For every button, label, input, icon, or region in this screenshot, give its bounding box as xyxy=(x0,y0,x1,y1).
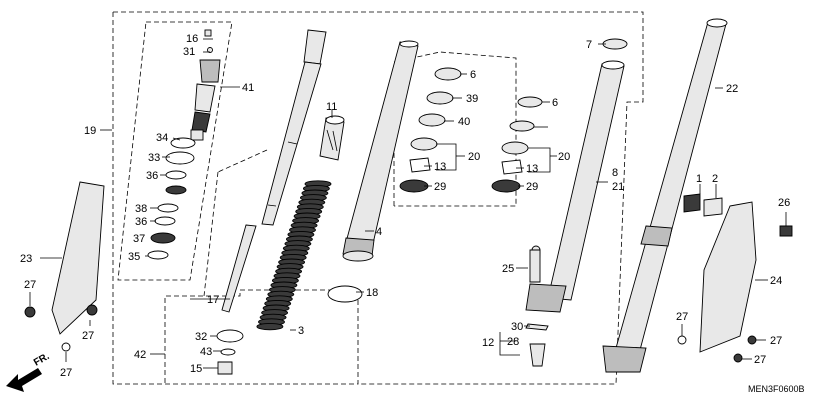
part-18-ring xyxy=(327,285,363,303)
part-label-p21: 21 xyxy=(612,181,624,193)
part-label-p20b: 20 xyxy=(558,151,570,163)
part-label-p7: 7 xyxy=(586,39,592,51)
part-11-sleeve xyxy=(319,115,345,161)
part-27-bolt-a xyxy=(24,306,36,318)
part-label-p17: 17 xyxy=(207,294,219,306)
part-26-bolt xyxy=(779,225,793,237)
part-label-p11: 11 xyxy=(326,101,337,113)
part-label-p6a: 6 xyxy=(470,69,476,81)
front-direction-arrow: FR. xyxy=(6,351,52,392)
part-38-ring xyxy=(157,203,179,213)
part-label-p29a: 29 xyxy=(434,181,446,193)
part-32-ring xyxy=(216,329,244,343)
part-label-p26: 26 xyxy=(778,197,790,209)
part-label-p15: 15 xyxy=(190,363,202,375)
part-label-p22: 22 xyxy=(726,83,738,95)
part-4-outer-tube xyxy=(342,40,419,262)
part-label-p1: 1 xyxy=(696,173,702,185)
part-label-p16: 16 xyxy=(186,33,198,45)
part-3-spring xyxy=(256,180,332,331)
part-16-bolt xyxy=(204,29,212,37)
part-label-p35: 35 xyxy=(128,251,140,263)
part-label-p29b: 29 xyxy=(526,181,538,193)
part-number-labels: 1631411934333638363735113173243154241863… xyxy=(20,33,790,379)
part-28-valve xyxy=(529,343,546,367)
fr-label: FR. xyxy=(32,351,52,369)
part-label-p42: 42 xyxy=(134,349,146,361)
part-label-p19: 19 xyxy=(84,125,96,137)
part-label-p13b: 13 xyxy=(526,163,538,175)
spring-coil xyxy=(256,322,284,331)
part-label-p40: 40 xyxy=(458,116,470,128)
part-27-bolt-f xyxy=(733,353,743,363)
part-label-p36b: 36 xyxy=(135,216,147,228)
part-43-ring xyxy=(220,348,236,356)
cartridge-body xyxy=(261,61,322,226)
seal-set-left xyxy=(399,67,462,193)
part-1-clamp xyxy=(683,193,701,213)
part-27-bolt-d xyxy=(677,335,687,345)
part-25-bolt xyxy=(529,249,541,283)
part-label-p27e: 27 xyxy=(770,335,782,347)
part-label-p27b: 27 xyxy=(82,330,94,342)
part-label-p34: 34 xyxy=(156,132,168,144)
part-label-p28: 28 xyxy=(507,336,519,348)
part-8-outer-tube xyxy=(525,60,625,313)
part-label-p41: 41 xyxy=(242,82,254,94)
part-label-p2: 2 xyxy=(712,173,718,185)
part-35-ring xyxy=(147,250,169,260)
part-label-p6b: 6 xyxy=(552,97,558,109)
part-label-p27c: 27 xyxy=(60,367,72,379)
cartridge-cap xyxy=(303,29,327,65)
part-27-bolt-b xyxy=(86,304,98,316)
part-37-ring-b xyxy=(150,232,176,244)
part-34-ring xyxy=(170,137,196,149)
part-label-p27d: 27 xyxy=(676,311,688,323)
part-2-clamp xyxy=(703,197,723,217)
part-17-rod xyxy=(221,224,257,313)
part-label-p23: 23 xyxy=(20,253,32,265)
seal-rings-left xyxy=(147,137,196,260)
damper-rod-assembly xyxy=(190,29,221,141)
part-24-fork-guard xyxy=(699,201,757,353)
part-27-bolt-e xyxy=(747,335,757,345)
part-label-p30: 30 xyxy=(511,321,523,333)
part-label-p31: 31 xyxy=(183,46,195,58)
inner-cartridge xyxy=(221,29,327,313)
part-label-p3: 3 xyxy=(298,325,304,337)
part-label-p38: 38 xyxy=(135,203,147,215)
part-label-p18: 18 xyxy=(366,287,378,299)
part-label-p39: 39 xyxy=(466,93,478,105)
part-label-p13a: 13 xyxy=(434,161,446,173)
part-27-bolt-c xyxy=(61,342,71,352)
part-label-p20a: 20 xyxy=(468,151,480,163)
part-label-p8: 8 xyxy=(612,167,618,179)
part-label-p25: 25 xyxy=(502,263,514,275)
part-31-clip xyxy=(207,47,213,53)
part-22-outer-tube xyxy=(602,18,728,373)
part-36-ring-b xyxy=(154,216,176,226)
part-label-p27f: 27 xyxy=(754,354,766,366)
part-23-fork-guard xyxy=(51,181,105,335)
part-label-p4: 4 xyxy=(376,226,382,238)
part-36-ring-a xyxy=(165,170,187,180)
part-label-p43: 43 xyxy=(200,346,212,358)
part-label-p37: 37 xyxy=(133,233,145,245)
part-label-p24: 24 xyxy=(770,275,782,287)
part-label-p27a: 27 xyxy=(24,279,36,291)
part-30-clip xyxy=(525,323,549,331)
part-15-nut xyxy=(217,361,233,375)
part-label-p36a: 36 xyxy=(146,170,158,182)
part-label-p12: 12 xyxy=(482,337,494,349)
leader-lines xyxy=(29,38,787,369)
part-label-p33: 33 xyxy=(148,152,160,164)
part-label-p32: 32 xyxy=(195,331,207,343)
part-37-ring-a xyxy=(165,185,187,195)
part-41-cap xyxy=(199,59,221,83)
part-33-ring xyxy=(165,151,195,165)
drawing-code: MEN3F0600B xyxy=(748,384,805,394)
